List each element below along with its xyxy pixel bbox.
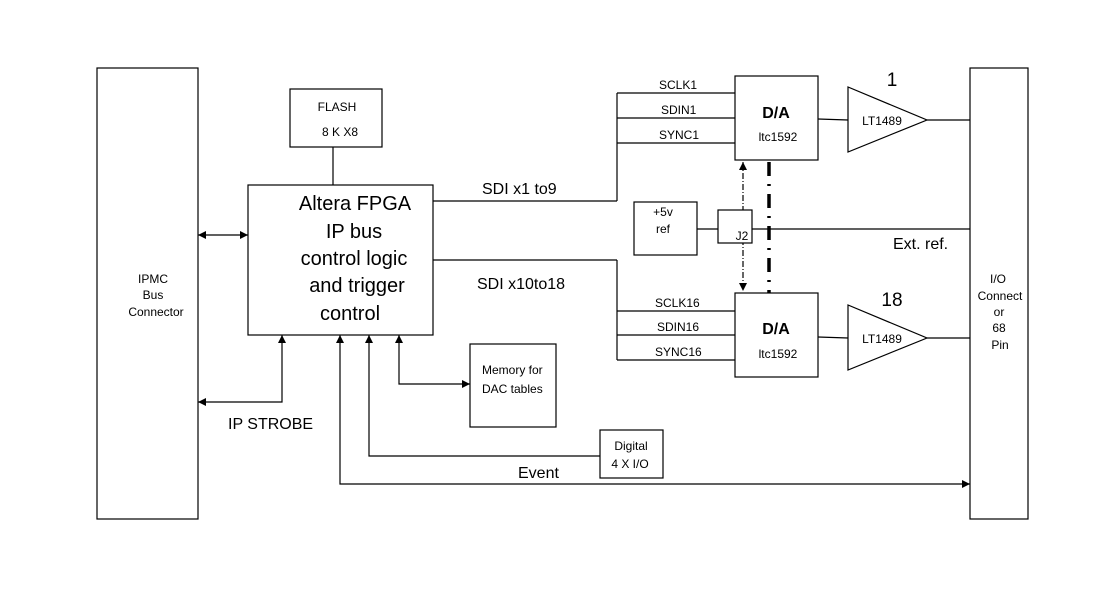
flash-label: FLASH xyxy=(318,100,357,114)
memory-label-2: DAC tables xyxy=(482,382,543,396)
sclk1-label: SCLK1 xyxy=(659,78,697,92)
fpga-line-4: and trigger xyxy=(309,275,405,297)
channel-18-label: 18 xyxy=(881,290,902,311)
ext-ref-label: Ext. ref. xyxy=(893,236,948,253)
dac2-block: D/A ltc1592 xyxy=(734,292,819,378)
ipmc-label-1: IPMC xyxy=(138,272,168,286)
memory-label-1: Memory for xyxy=(482,363,543,377)
fpga-line-1: Altera FPGA xyxy=(299,193,412,215)
digital-io-block: Digital 4 X I/O xyxy=(599,429,664,479)
io-connector: I/O Connect or 68 Pin xyxy=(969,67,1029,520)
sclk16-label: SCLK16 xyxy=(655,296,700,310)
j2-jumper: J2 xyxy=(717,209,753,244)
dac2-out xyxy=(817,336,849,339)
fpga-line-5: control xyxy=(320,303,380,325)
dac1-block: D/A ltc1592 xyxy=(734,75,819,161)
digital-label-2: 4 X I/O xyxy=(611,457,648,471)
amp1-label: LT1489 xyxy=(862,114,902,128)
io-label-2: Connect xyxy=(978,289,1023,303)
flash-block: FLASH 8 K X8 xyxy=(289,88,383,148)
io-label-4: 68 xyxy=(992,321,1006,335)
ipmc-label-3: Connector xyxy=(128,305,183,319)
sdin16-label: SDIN16 xyxy=(657,320,699,334)
j2-label: J2 xyxy=(736,229,749,243)
event-label: Event xyxy=(518,465,559,482)
event-arrow xyxy=(336,335,970,488)
io-label-3: or xyxy=(994,305,1005,319)
ip-strobe-arrow xyxy=(198,335,286,406)
sync1-label: SYNC1 xyxy=(659,128,699,142)
memory-arrow xyxy=(395,335,470,388)
fpga-line-3: control logic xyxy=(301,248,408,270)
amp2-label: LT1489 xyxy=(862,332,902,346)
ipmc-bus-connector: IPMC Bus Connector xyxy=(96,67,199,520)
flash-size: 8 K X8 xyxy=(322,125,358,139)
amp2: LT1489 xyxy=(847,304,929,371)
ref-block: +5v ref xyxy=(633,201,698,256)
dac1-out xyxy=(817,118,849,121)
ref-voltage: +5v xyxy=(653,205,673,219)
io-label-1: I/O xyxy=(990,272,1006,286)
dac2-part: ltc1592 xyxy=(759,347,798,361)
dac1-title: D/A xyxy=(762,105,790,122)
sdi-top-label: SDI x1 to9 xyxy=(482,181,557,198)
sdin1-label: SDIN1 xyxy=(661,103,697,117)
ref-label: ref xyxy=(656,222,671,236)
fpga-line-2: IP bus xyxy=(326,221,382,243)
digital-label-1: Digital xyxy=(614,439,647,453)
amp1: LT1489 xyxy=(847,86,929,153)
ip-strobe-label: IP STROBE xyxy=(228,416,313,433)
sync16-label: SYNC16 xyxy=(655,345,702,359)
ipmc-label-2: Bus xyxy=(143,288,164,302)
sdi-bottom-label: SDI x10to18 xyxy=(477,276,565,293)
dac1-part: ltc1592 xyxy=(759,130,798,144)
channel-1-label: 1 xyxy=(887,70,898,91)
fpga-block: Altera FPGA IP bus control logic and tri… xyxy=(247,184,434,336)
memory-block: Memory for DAC tables xyxy=(469,343,557,428)
dac2-title: D/A xyxy=(762,321,790,338)
io-label-5: Pin xyxy=(991,338,1008,352)
